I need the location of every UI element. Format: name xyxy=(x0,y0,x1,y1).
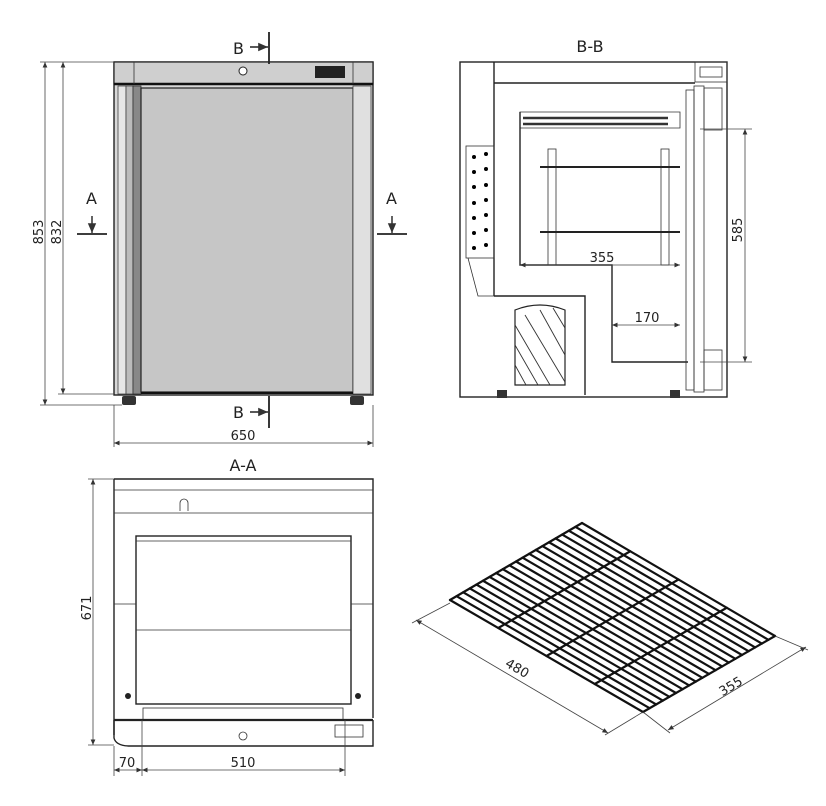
vent-holes xyxy=(472,152,488,250)
dim-671: 671 xyxy=(80,596,95,621)
dim-853: 853 xyxy=(32,220,47,245)
front-view: B B A A 853 832 650 xyxy=(32,32,407,447)
dim-832: 832 xyxy=(50,220,65,245)
section-bb-title: B-B xyxy=(576,37,603,56)
foot-left xyxy=(122,396,136,405)
dim-585: 585 xyxy=(731,218,746,243)
dim-70: 70 xyxy=(119,756,136,771)
door xyxy=(140,87,354,393)
section-aa-view: A-A 671 70 510 xyxy=(80,456,374,776)
shelf-frame xyxy=(448,521,584,602)
dim-355: 355 xyxy=(590,251,615,266)
compressor xyxy=(514,304,566,386)
inner-liner xyxy=(135,535,352,705)
section-bb-view: B-B xyxy=(459,37,752,398)
dim-355-shelf: 355 xyxy=(717,674,746,700)
shelf-crossbar xyxy=(497,550,632,630)
lock-icon xyxy=(238,66,248,76)
dim-510: 510 xyxy=(231,756,256,771)
section-b-top-label: B xyxy=(233,39,244,58)
dim-170: 170 xyxy=(635,311,660,326)
section-b-bottom-label: B xyxy=(233,403,244,422)
section-a-left-label: A xyxy=(86,189,97,208)
cabinet-outline xyxy=(459,61,728,398)
shelf-crossbar xyxy=(593,606,728,686)
foot-right xyxy=(350,396,364,405)
dim-650: 650 xyxy=(231,429,256,444)
dim-480: 480 xyxy=(502,656,531,682)
display-panel xyxy=(315,66,345,78)
section-a-right-label: A xyxy=(386,189,397,208)
wire-shelf-view: 480 355 xyxy=(411,521,809,736)
section-aa-title: A-A xyxy=(230,456,257,475)
